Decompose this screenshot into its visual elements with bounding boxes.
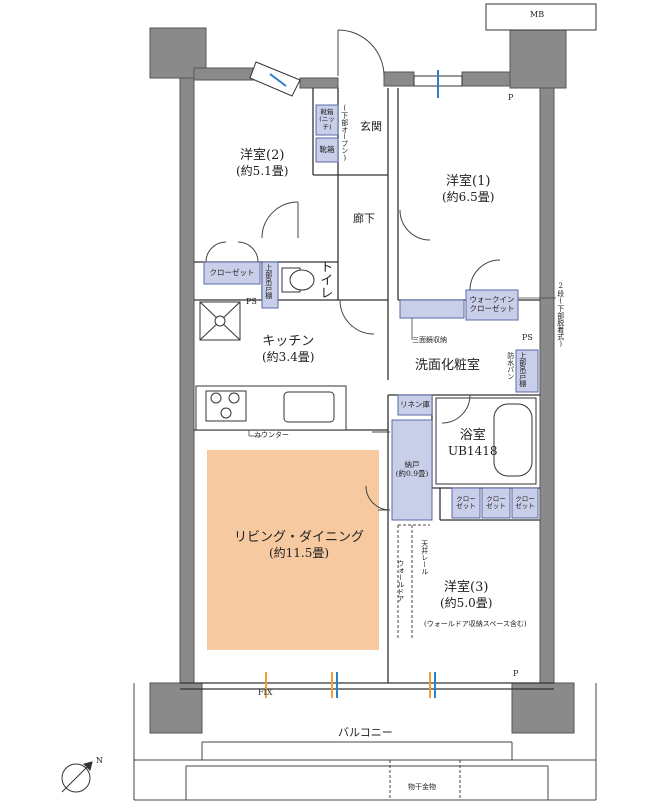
ceiling-rail-dashes (397, 524, 430, 640)
room-living: リビング・ダイニング (約11.5畳) (234, 530, 364, 561)
outer-walls (149, 27, 575, 734)
room-kitchen-size: (約3.4畳) (262, 350, 315, 365)
shoe-box-niche: 靴箱 (ニッチ) (319, 107, 335, 131)
bathtub (435, 397, 537, 485)
room-living-size: (約11.5畳) (268, 546, 330, 561)
storage-room: 納戸 (約0.9畳) (395, 460, 429, 478)
ps-label-1: PS (246, 297, 257, 306)
room-toilet: トイレ (317, 260, 333, 299)
window-top-right (413, 70, 463, 98)
room-western3: 洋室(3) (約5.0畳) (440, 580, 492, 611)
room-western2-name: 洋室(2) (240, 148, 285, 163)
window-top-left (249, 61, 301, 97)
p-label-1: P (508, 93, 514, 102)
walkin-note: 2段(下部脱着式) (556, 282, 565, 348)
room-western3-note: (ウォールドア収納スペース含む) (424, 620, 527, 628)
shoe-note: (下部オープン) (340, 104, 349, 162)
waterproof-pan: 防水パン (506, 352, 515, 380)
room-western2: 洋室(2) (約5.1畳) (236, 148, 288, 179)
p-label-2: P (513, 669, 519, 678)
mirror-storage: 三面鏡収納 (412, 336, 447, 344)
room-balcony: バルコニー (338, 726, 393, 739)
leader-lines (248, 297, 556, 437)
room-hallway: 廊下 (353, 212, 375, 225)
mb-label: MB (530, 10, 545, 19)
closet-western2: クローゼット (209, 267, 255, 277)
room-western1-size: (約6.5畳) (442, 190, 495, 205)
room-bath: 浴室 UB1418 (448, 428, 497, 459)
room-kitchen-name: キッチン (262, 334, 315, 349)
north-label: N (96, 756, 103, 765)
window-bottom-markers (265, 672, 436, 698)
closet-c: クロー ゼット (515, 494, 535, 510)
room-western2-size: (約5.1畳) (236, 164, 289, 179)
room-western1: 洋室(1) (約6.5畳) (442, 174, 494, 205)
wall-door: ウォールドア (396, 560, 405, 602)
living-dining-floor (207, 450, 379, 650)
toilet-fixture (281, 267, 315, 293)
kitchen-counter (195, 301, 347, 431)
linen-storage: リネン庫 (400, 399, 430, 409)
room-kitchen: キッチン (約3.4畳) (262, 334, 314, 365)
drying-hardware: 物干金物 (408, 783, 436, 791)
door-swings (205, 29, 501, 511)
closet-b: クロー ゼット (486, 494, 506, 510)
closet-a: クロー ゼット (456, 494, 476, 510)
counter-label: カウンター (254, 431, 289, 439)
north-compass (61, 761, 93, 793)
upper-shelf-toilet: 上部吊戸棚 (264, 264, 273, 299)
room-western3-name: 洋室(3) (444, 580, 489, 595)
room-western1-name: 洋室(1) (446, 174, 491, 189)
fix-label: FIX (258, 688, 273, 697)
room-bath-size: UB1418 (448, 444, 498, 459)
shoe-box: 靴箱 (319, 144, 335, 154)
upper-shelf-wash: 上部吊戸棚 (518, 352, 527, 387)
walkin-closet: ウォークイン クローゼット (469, 295, 515, 313)
storage-boxes (203, 104, 539, 521)
mb-box (485, 3, 597, 31)
ceiling-rail: 天井レール (420, 540, 429, 575)
room-western3-size: (約5.0畳) (440, 596, 493, 611)
room-washroom: 洗面化粧室 (415, 358, 481, 373)
room-bath-name: 浴室 (459, 428, 486, 443)
ps-label-2: PS (522, 333, 533, 342)
room-living-name: リビング・ダイニング (234, 530, 365, 545)
balcony-outline (133, 683, 597, 801)
room-entrance: 玄関 (360, 120, 382, 133)
